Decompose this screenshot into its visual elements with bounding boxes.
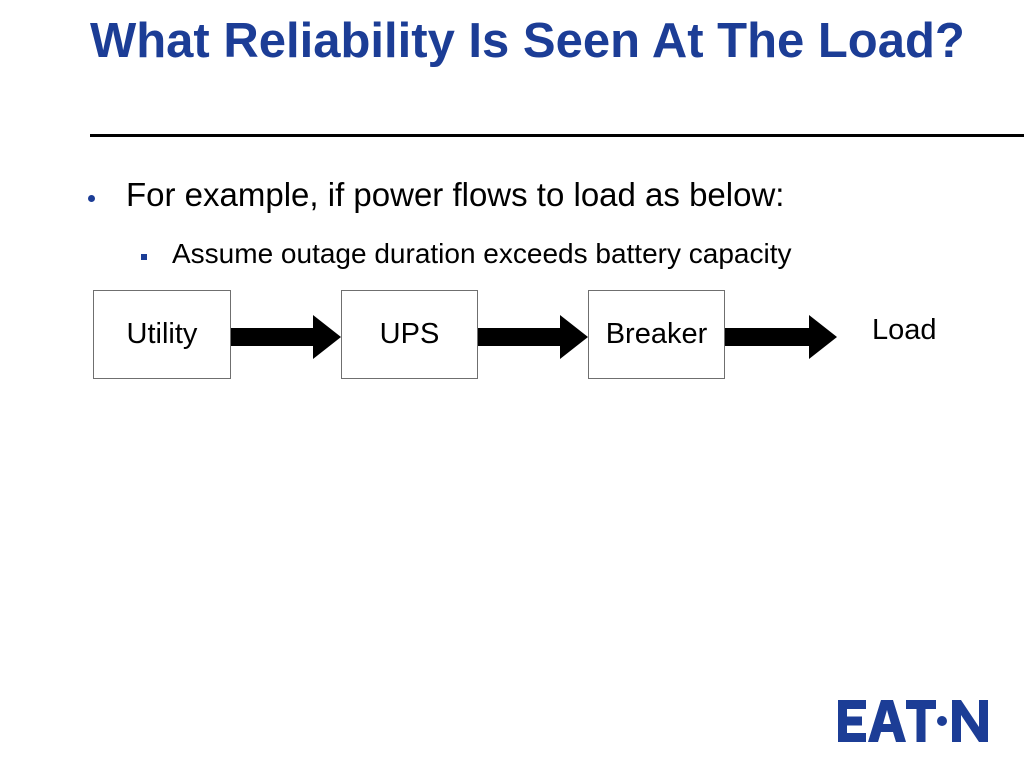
- arrow-right-icon: [231, 315, 341, 359]
- ups-box: UPS: [341, 290, 478, 379]
- bullet-level-1: For example, if power flows to load as b…: [88, 176, 784, 214]
- bullet-level-2-text: Assume outage duration exceeds battery c…: [172, 238, 792, 269]
- utility-box: Utility: [93, 290, 231, 379]
- load-label: Load: [872, 314, 937, 346]
- bullet-level-1-text: For example, if power flows to load as b…: [126, 176, 785, 213]
- title-divider: [90, 134, 1024, 137]
- eaton-logo: [838, 700, 988, 742]
- arrow-right-icon: [478, 315, 588, 359]
- arrow-right-icon: [725, 315, 837, 359]
- bullet-level-2: Assume outage duration exceeds battery c…: [141, 238, 791, 270]
- slide-title: What Reliability Is Seen At The Load?: [90, 14, 965, 68]
- breaker-box: Breaker: [588, 290, 725, 379]
- round-bullet-icon: [88, 194, 95, 202]
- square-bullet-icon: [141, 254, 147, 260]
